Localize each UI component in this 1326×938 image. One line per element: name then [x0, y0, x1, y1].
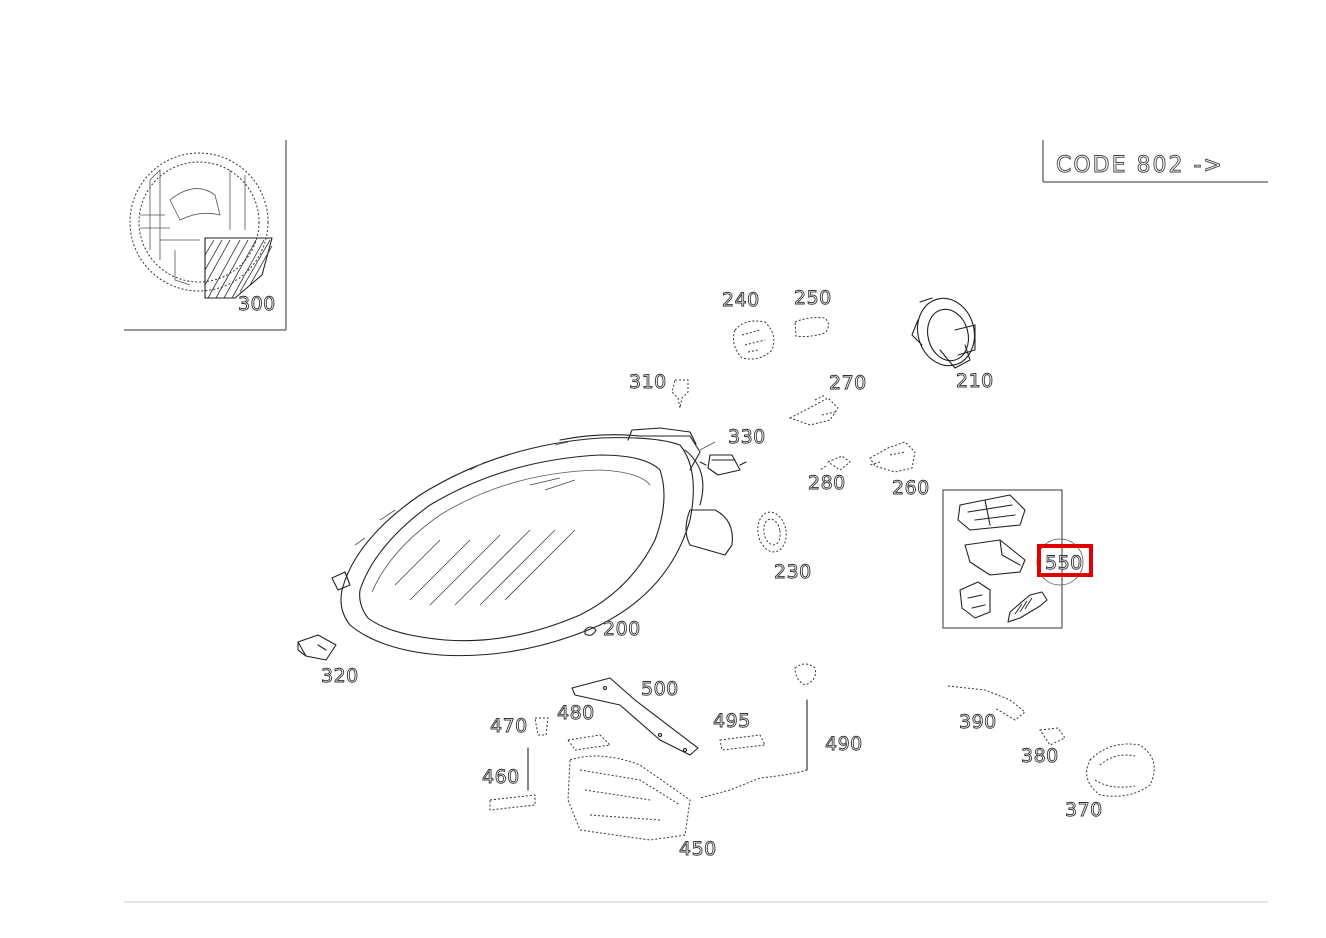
part-330-connector[interactable] — [699, 441, 747, 476]
part-320-clip[interactable] — [297, 634, 337, 661]
label-200[interactable]: 200 — [603, 618, 641, 641]
label-370[interactable]: 370 — [1065, 799, 1103, 822]
code-label: CODE 802 -> — [1056, 153, 1224, 178]
label-380[interactable]: 380 — [1021, 745, 1059, 768]
label-330[interactable]: 330 — [728, 426, 766, 449]
part-260-socket[interactable] — [869, 441, 916, 473]
part-240-socket[interactable] — [733, 320, 775, 360]
label-460[interactable]: 460 — [482, 766, 520, 789]
label-495[interactable]: 495 — [713, 710, 751, 733]
label-230[interactable]: 230 — [774, 561, 812, 584]
label-260[interactable]: 260 — [892, 477, 930, 500]
part-490-cable[interactable] — [699, 663, 816, 799]
part-210-ring[interactable] — [910, 292, 982, 372]
label-550[interactable]: 550 — [1045, 552, 1083, 575]
part-230-cap[interactable] — [755, 510, 790, 554]
label-310[interactable]: 310 — [629, 371, 667, 394]
callout-labels: 300 240 250 210 310 270 330 280 260 230 … — [238, 287, 1103, 861]
label-490[interactable]: 490 — [825, 733, 863, 756]
label-450[interactable]: 450 — [679, 838, 717, 861]
label-250[interactable]: 250 — [794, 287, 832, 310]
part-310-clip[interactable] — [671, 379, 689, 409]
part-450-housing[interactable] — [567, 734, 691, 841]
headlamp-assembly[interactable] — [331, 427, 733, 657]
label-210[interactable]: 210 — [956, 370, 994, 393]
label-280[interactable]: 280 — [808, 472, 846, 495]
part-270-socket[interactable] — [788, 394, 839, 426]
part-500-bracket[interactable] — [571, 677, 699, 756]
selected-part-highlight[interactable]: 550 — [1037, 544, 1093, 577]
label-270[interactable]: 270 — [829, 372, 867, 395]
part-280-bulb[interactable] — [819, 455, 851, 471]
part-250-bulb[interactable] — [794, 317, 829, 338]
label-390[interactable]: 390 — [959, 711, 997, 734]
inset-300-detail — [124, 140, 287, 331]
label-480[interactable]: 480 — [557, 702, 595, 725]
label-470[interactable]: 470 — [490, 715, 528, 738]
label-300[interactable]: 300 — [238, 293, 276, 316]
part-460-470-bolt[interactable] — [489, 717, 549, 811]
label-240[interactable]: 240 — [722, 289, 760, 312]
label-500[interactable]: 500 — [641, 678, 679, 701]
code-label-box: CODE 802 -> — [1042, 140, 1268, 183]
part-370-390-cover[interactable] — [947, 685, 1155, 797]
label-320[interactable]: 320 — [321, 665, 359, 688]
